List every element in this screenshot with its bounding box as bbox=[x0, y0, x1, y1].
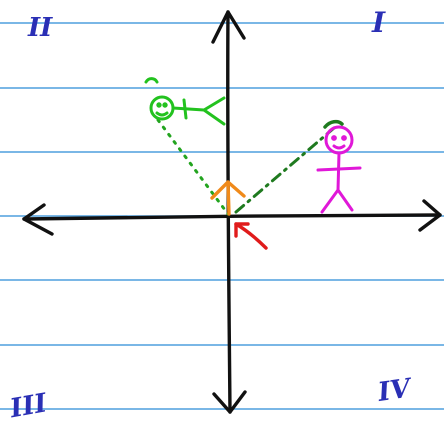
x-axis-left-arrowhead bbox=[22, 203, 54, 236]
pink-figure-legs bbox=[320, 188, 354, 214]
pink-figure-eye bbox=[331, 135, 337, 141]
green-figure-eye bbox=[162, 102, 168, 108]
red-arrow-head bbox=[234, 222, 250, 238]
green-figure-legs bbox=[202, 96, 226, 126]
pink-stick-figure bbox=[316, 125, 362, 214]
green-figure-arms bbox=[182, 98, 188, 120]
green-figure-hair bbox=[144, 77, 159, 84]
green-figure-mouth bbox=[155, 111, 169, 117]
quadrant-label-4: IV bbox=[375, 373, 415, 408]
pink-figure-hair-mark bbox=[323, 119, 344, 129]
ruled-paper-lines bbox=[0, 22, 444, 410]
quadrant-label-1: I bbox=[371, 6, 386, 39]
orange-caret-object bbox=[210, 180, 246, 216]
quadrant-labels: II I III IV bbox=[7, 6, 415, 424]
pink-figure-body bbox=[336, 151, 341, 192]
green-figure-body bbox=[171, 106, 206, 112]
green-figure-eye bbox=[156, 102, 162, 108]
quadrant-label-3: III bbox=[7, 388, 50, 424]
green-stick-figure bbox=[144, 77, 226, 126]
red-arrow-icon bbox=[234, 222, 268, 250]
x-axis bbox=[22, 213, 442, 221]
y-axis-bottom-arrowhead bbox=[212, 390, 247, 414]
dark-green-dashed-line bbox=[234, 126, 336, 214]
pink-figure-arms bbox=[316, 166, 362, 172]
axes bbox=[22, 10, 442, 414]
pink-figure-mouth bbox=[332, 144, 346, 150]
x-axis-right-arrowhead bbox=[418, 199, 442, 232]
red-arrow-shaft bbox=[234, 222, 268, 250]
y-axis-top-arrowhead bbox=[211, 10, 246, 44]
quadrant-label-2: II bbox=[27, 13, 53, 43]
green-dotted-line bbox=[156, 118, 230, 216]
pink-figure-eye bbox=[341, 135, 347, 141]
